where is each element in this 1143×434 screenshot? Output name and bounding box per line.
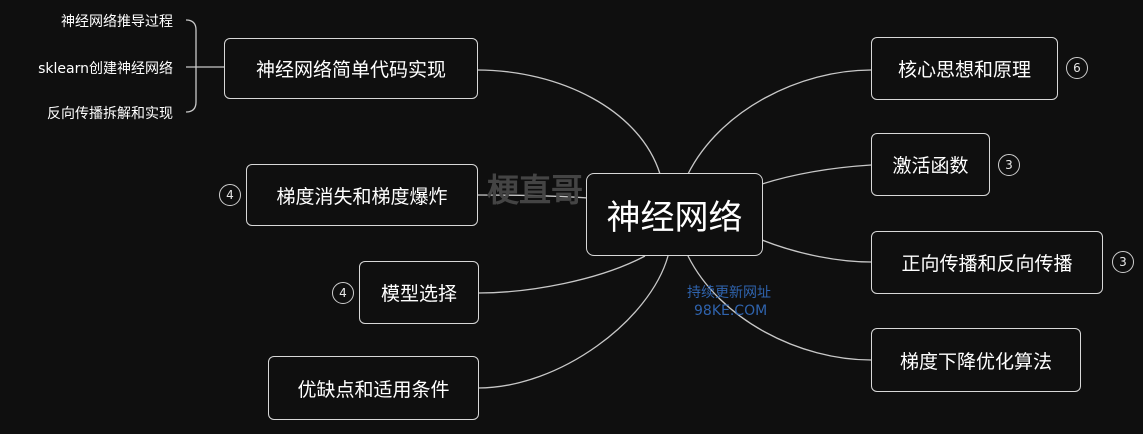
link-root-descent [687,255,872,361]
node-core-idea[interactable]: 核心思想和原理 [871,37,1058,100]
link-root-propagation [761,239,872,263]
node-propagation[interactable]: 正向传播和反向传播 [871,231,1103,294]
badge-core-idea[interactable]: 6 [1066,57,1088,79]
link-root-core [687,69,872,175]
badge-gradient-vanishing[interactable]: 4 [219,184,241,206]
sub-backprop-breakdown[interactable]: 反向传播拆解和实现 [47,106,173,122]
node-activation[interactable]: 激活函数 [871,133,990,196]
sub-sklearn[interactable]: sklearn创建神经网络 [38,61,173,77]
root-node[interactable]: 神经网络 [586,173,763,256]
bracket-code-children [185,19,197,113]
node-gradient-vanishing[interactable]: 梯度消失和梯度爆炸 [246,164,478,226]
badge-model-selection[interactable]: 4 [332,282,354,304]
node-gradient-descent[interactable]: 梯度下降优化算法 [871,328,1081,392]
link-root-pros [477,255,669,389]
node-model-selection[interactable]: 模型选择 [359,261,479,324]
link-root-code [476,69,661,175]
link-root-model [477,255,646,294]
badge-propagation[interactable]: 3 [1112,251,1134,273]
node-pros-cons[interactable]: 优缺点和适用条件 [268,356,479,420]
sub-derivation[interactable]: 神经网络推导过程 [61,14,173,30]
link-root-gradient [476,194,589,199]
node-code-implementation[interactable]: 神经网络简单代码实现 [224,38,478,99]
link-root-activation [761,164,872,185]
badge-activation[interactable]: 3 [998,154,1020,176]
